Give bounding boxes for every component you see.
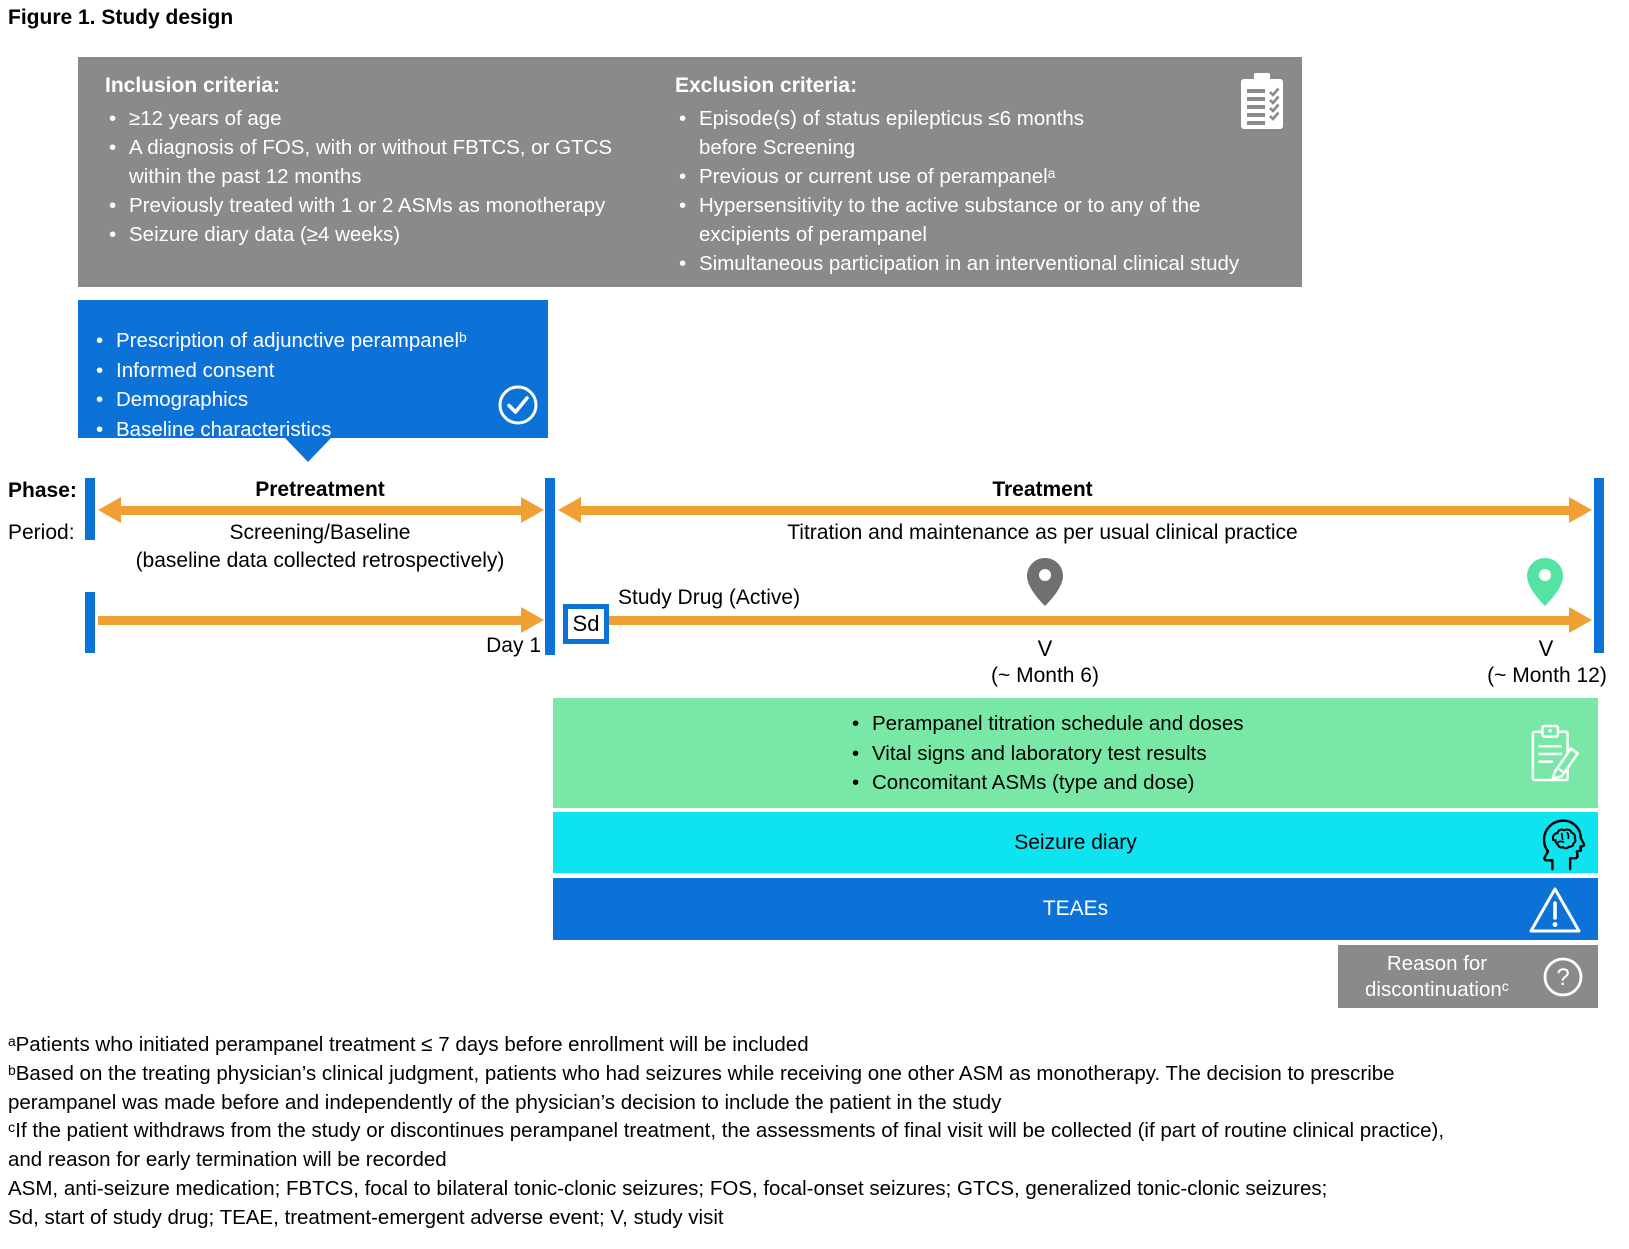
discontinuation-box: Reason for discontinuationᶜ ? <box>1338 945 1598 1008</box>
clipboard-pencil-icon <box>1528 722 1584 789</box>
treatment-phase-arrow <box>558 497 1592 523</box>
visit-assessments-box: Perampanel titration schedule and doses … <box>553 698 1598 808</box>
visit6-v-label: V <box>1037 636 1053 661</box>
visit-assessment-item: Concomitant ASMs (type and dose) <box>848 768 1308 798</box>
footnote-line: ᶜIf the patient withdraws from the study… <box>8 1119 1445 1143</box>
footnotes: ᵃPatients who initiated perampanel treat… <box>8 1031 1623 1233</box>
baseline-item: Baseline characteristics <box>92 415 548 445</box>
baseline-assessments-box: Prescription of adjunctive perampanelᵇ I… <box>78 300 548 444</box>
figure-title: Figure 1. Study design <box>8 6 234 29</box>
inclusion-criteria-column: Inclusion criteria: ≥12 years of age A d… <box>105 74 660 249</box>
baseline-box-pointer <box>285 438 331 462</box>
check-circle-icon <box>496 383 540 432</box>
arrowhead-right <box>521 607 544 633</box>
clipboard-checklist-icon <box>1239 71 1285 136</box>
arrowhead-left <box>558 497 581 523</box>
teaes-label: TEAEs <box>1042 897 1109 920</box>
warning-triangle-icon <box>1528 885 1582 941</box>
visit-assessments-list: Perampanel titration schedule and doses … <box>848 698 1308 798</box>
exclusion-item: Hypersensitivity to the active substance… <box>675 191 1290 249</box>
timeline-bar-start-upper <box>85 478 95 540</box>
inclusion-item: ≥12 years of age <box>105 104 660 133</box>
arrowhead-right <box>1569 497 1592 523</box>
sd-start-marker: Sd <box>563 604 609 644</box>
arrow-line <box>121 505 521 515</box>
visit12-month-label: (~ Month 12) <box>1487 664 1607 687</box>
arrowhead-right <box>521 497 544 523</box>
titration-period-label: Titration and maintenance as per usual c… <box>787 521 1298 544</box>
screening-timeline-arrow <box>98 607 544 633</box>
timeline-bar-end <box>1594 478 1604 653</box>
pretreatment-phase-label: Pretreatment <box>255 478 385 501</box>
baseline-item: Informed consent <box>92 356 548 386</box>
study-drug-timeline-arrow <box>609 607 1592 633</box>
exclusion-item: Episode(s) of status epilepticus ≤6 mont… <box>675 104 1290 162</box>
visit-assessment-item: Perampanel titration schedule and doses <box>848 709 1308 739</box>
visit-assessment-item: Vital signs and laboratory test results <box>848 739 1308 769</box>
visit12-v-label: V <box>1538 636 1554 661</box>
inclusion-heading: Inclusion criteria: <box>105 74 281 97</box>
timeline-bar-start-lower <box>85 592 95 653</box>
arrow-line <box>609 615 1569 625</box>
footnote-line: ᵃPatients who initiated perampanel treat… <box>8 1033 809 1056</box>
seizure-diary-label: Seizure diary <box>1014 830 1137 854</box>
seizure-diary-box: Seizure diary <box>553 812 1598 873</box>
discontinuation-label-line1: Reason for <box>1386 951 1488 975</box>
exclusion-criteria-column: Exclusion criteria: Episode(s) of status… <box>675 74 1290 278</box>
footnote-line: Sd, start of study drug; TEAE, treatment… <box>8 1205 724 1229</box>
arrow-line <box>98 615 521 625</box>
study-drug-label: Study Drug (Active) <box>618 586 801 609</box>
pretreatment-phase-arrow <box>98 497 544 523</box>
exclusion-item: Previous or current use of perampanelᵃ <box>675 162 1290 191</box>
inclusion-item: Seizure diary data (≥4 weeks) <box>105 220 660 249</box>
inclusion-item: Previously treated with 1 or 2 ASMs as m… <box>105 191 660 220</box>
inclusion-item: A diagnosis of FOS, with or without FBTC… <box>105 133 660 191</box>
exclusion-item: Simultaneous participation in an interve… <box>675 249 1290 278</box>
visit6-month-label: (~ Month 6) <box>991 664 1099 687</box>
question-glyph: ? <box>1556 964 1569 991</box>
arrowhead-left <box>98 497 121 523</box>
baseline-item: Prescription of adjunctive perampanelᵇ <box>92 326 548 356</box>
screening-period-note: (baseline data collected retrospectively… <box>135 549 505 572</box>
day1-label: Day 1 <box>486 634 541 657</box>
arrowhead-right <box>1569 607 1592 633</box>
baseline-item: Demographics <box>92 385 548 415</box>
head-brain-icon <box>1530 815 1586 877</box>
phase-label: Phase: <box>8 479 77 502</box>
footnote-line: and reason for early termination will be… <box>8 1148 447 1172</box>
period-label: Period: <box>8 521 75 544</box>
timeline-bar-day1 <box>545 478 555 655</box>
footnote-line: perampanel was made before and independe… <box>8 1090 1002 1114</box>
visit-month6-pin-icon <box>1026 557 1064 612</box>
teaes-box: TEAEs <box>553 878 1598 940</box>
visit-month12-pin-icon <box>1526 557 1564 612</box>
arrow-line <box>581 505 1569 515</box>
treatment-phase-label: Treatment <box>992 478 1093 501</box>
discontinuation-label-line2: discontinuationᶜ <box>1364 977 1510 1001</box>
criteria-box: Inclusion criteria: ≥12 years of age A d… <box>78 57 1302 287</box>
footnote-line: ASM, anti-seizure medication; FBTCS, foc… <box>8 1176 1328 1200</box>
screening-period-label: Screening/Baseline <box>229 521 411 544</box>
question-circle-icon: ? <box>1541 955 1585 1006</box>
footnote-line: ᵇBased on the treating physician’s clini… <box>8 1061 1395 1085</box>
exclusion-heading: Exclusion criteria: <box>675 74 858 97</box>
